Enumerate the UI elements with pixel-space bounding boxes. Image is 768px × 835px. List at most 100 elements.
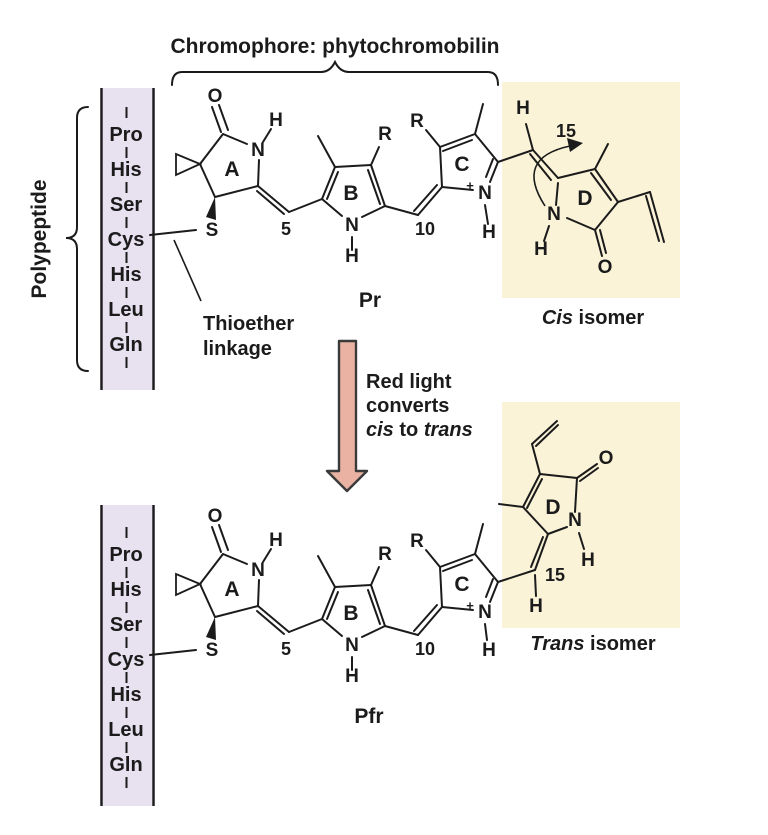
residue-label: His [110, 264, 141, 286]
atom-h: H [516, 98, 530, 119]
atom-o: O [599, 448, 614, 469]
bridge-5-bonds [256, 605, 323, 635]
ring-a-bonds [175, 104, 272, 220]
plus-charge: + [466, 178, 474, 193]
atom-h: H [269, 530, 283, 551]
ring-c-bonds [425, 523, 499, 641]
red-light-text: converts [366, 395, 449, 417]
position-5-label: 5 [281, 639, 291, 659]
r-group-label: R [378, 124, 392, 145]
thioether-label: Thioether [203, 313, 294, 335]
residue-label: Gln [109, 334, 142, 356]
down-arrow [325, 339, 369, 493]
strip-fill [100, 88, 155, 390]
position-15-label: 15 [556, 121, 576, 141]
residue-label: His [110, 684, 141, 706]
gem-dimethyl-triangle [175, 152, 203, 177]
red-light-text: Red light [366, 371, 452, 393]
ring-a-label: A [224, 158, 239, 181]
residue-label: Pro [109, 544, 142, 566]
polypeptide-label: Polypeptide [28, 179, 51, 298]
thioether-annotation: Thioether linkage [149, 229, 294, 360]
pr-structure: O H N A S 5 B N H R [175, 86, 665, 329]
residue-label: His [110, 159, 141, 181]
ring-c-label: C [454, 153, 469, 176]
r-group-label: R [378, 544, 392, 565]
position-10-label: 10 [415, 639, 435, 659]
bridge-5-bonds [256, 185, 323, 215]
atom-s: S [206, 220, 219, 241]
atom-h: H [269, 110, 283, 131]
r-group-label: R [410, 531, 424, 552]
atom-n: N [345, 635, 359, 656]
chromophore-brace [171, 59, 499, 86]
position-10-label: 10 [415, 219, 435, 239]
atom-h: H [529, 596, 543, 617]
atom-h: H [345, 666, 359, 687]
residue-label: Leu [108, 299, 144, 321]
bridge-10-bonds [384, 604, 443, 636]
polypeptide-strip-bottom: Pro His Ser Cys His Leu Gln [100, 505, 155, 806]
polypeptide-strip-top: Pro His Ser Cys His Leu Gln [100, 88, 155, 390]
cis-isomer-label: Cis isomer [542, 307, 644, 329]
ring-b-bonds [317, 135, 386, 251]
ring-c-bonds [425, 103, 499, 225]
residue-label: Leu [108, 719, 144, 741]
residue-label: Cys [108, 649, 145, 671]
residue-label: Ser [110, 614, 142, 636]
atom-n: N [547, 204, 561, 225]
polypeptide-brace [65, 106, 89, 372]
rotation-arrow [533, 145, 571, 207]
atom-h: H [482, 640, 496, 661]
strip-fill [100, 505, 155, 806]
ring-c-label: C [454, 573, 469, 596]
gem-dimethyl-triangle [175, 572, 203, 597]
ring-a-bonds [175, 524, 272, 640]
atom-o: O [208, 506, 223, 527]
cis-highlight-box [502, 82, 680, 298]
residue-label: Gln [109, 754, 142, 776]
ring-d-label: D [545, 496, 560, 519]
atom-h: H [482, 222, 496, 243]
pfr-structure: O H N A S 5 B N H R [149, 420, 656, 728]
figure-title: Chromophore: phytochromobilin [171, 35, 500, 58]
residue-label: Ser [110, 194, 142, 216]
atom-n: N [478, 183, 492, 204]
ring-b-label: B [343, 602, 358, 625]
ring-d-bonds [543, 143, 665, 257]
position-5-label: 5 [281, 219, 291, 239]
trans-highlight-box [502, 402, 680, 628]
atom-o: O [598, 257, 613, 278]
ring-d-bonds [498, 420, 599, 550]
residue-label: His [110, 579, 141, 601]
ring-b-bonds [317, 555, 386, 671]
cys-s-bond [149, 649, 197, 656]
bridge-10-bonds [384, 184, 443, 216]
red-light-text: cis to trans [366, 419, 473, 441]
atom-o: O [208, 86, 223, 107]
position-15-label: 15 [545, 565, 565, 585]
atom-h: H [581, 550, 595, 571]
ring-d-label: D [577, 187, 592, 210]
atom-n: N [345, 215, 359, 236]
wedge-bond [206, 197, 216, 220]
trans-isomer-label: Trans isomer [530, 633, 655, 655]
wedge-bond [206, 617, 216, 640]
plus-charge: + [466, 598, 474, 613]
pr-label: Pr [359, 289, 381, 312]
residue-label: Cys [108, 229, 145, 251]
r-group-label: R [410, 111, 424, 132]
atom-n: N [251, 140, 265, 161]
residue-label: Pro [109, 124, 142, 146]
atom-h: H [345, 246, 359, 267]
atom-h: H [534, 239, 548, 260]
ring-a-label: A [224, 578, 239, 601]
bridge-15-bonds [497, 123, 559, 181]
thioether-label: linkage [203, 338, 272, 360]
atom-n: N [251, 560, 265, 581]
pfr-label: Pfr [354, 705, 383, 728]
atom-n: N [568, 510, 582, 531]
bridge-15-bonds [497, 533, 549, 597]
ring-b-label: B [343, 182, 358, 205]
